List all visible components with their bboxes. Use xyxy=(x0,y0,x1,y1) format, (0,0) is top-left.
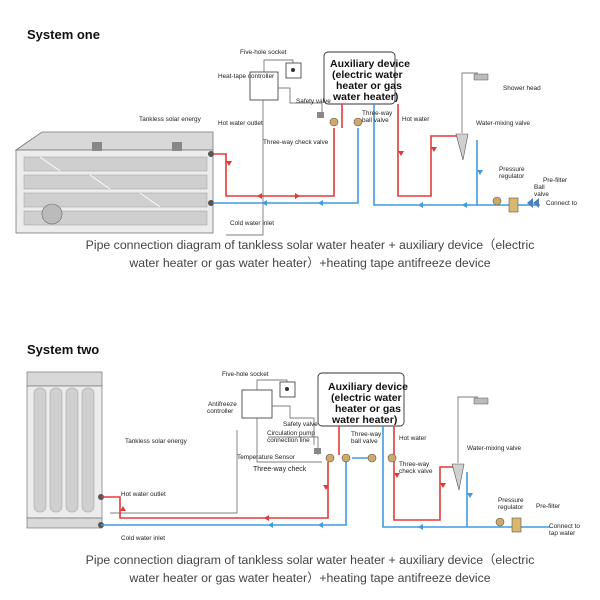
cold-pipe-1 xyxy=(213,128,359,204)
system-one-caption-line-1: Pipe connection diagram of tankless sola… xyxy=(85,238,535,252)
aux-device-2-line-3: heater or gas xyxy=(335,403,401,415)
antifreeze-controller-box xyxy=(241,389,273,419)
label-hot-water-1: Hot water xyxy=(402,116,430,123)
label-hot-water-2: Hot water xyxy=(399,435,427,442)
label-cold-water-inlet-2: Cold water inlet xyxy=(121,535,165,542)
label-temp-sensor: Temperature Sensor xyxy=(237,454,296,461)
cold-pipe-2 xyxy=(101,462,347,526)
auxiliary-device-box-1 xyxy=(323,51,396,105)
label-circ-pump-a: Circulation pump xyxy=(267,430,315,437)
label-tankless-solar-2: Tankless solar energy xyxy=(125,438,188,445)
system-two-title: System two xyxy=(27,342,100,357)
label-heat-tape-1: Heat-tape controller xyxy=(218,73,275,80)
system-two-caption: Pipe connection diagram of tankless sola… xyxy=(40,551,580,587)
aux-device-2-line-4: water heater) xyxy=(331,414,397,426)
label-connect-tap-a: Connect to xyxy=(549,523,580,530)
label-check-valve-2b: check valve xyxy=(399,468,433,475)
label-water-mixing-2: Water-mixing valve xyxy=(467,445,522,452)
label-pressure-reg-2a: Pressure xyxy=(498,497,524,504)
aux-device-2-line-1: Auxiliary device xyxy=(328,381,408,393)
label-ball-valve-1a: Three-way xyxy=(362,110,393,117)
label-check-valve-2a: Three-way xyxy=(399,461,430,468)
label-five-hole-socket-2: Five-hole socket xyxy=(222,371,269,378)
aux-device-line-2: (electric water xyxy=(332,69,403,81)
hot-pipe-2 xyxy=(101,462,329,519)
label-cold-water-inlet-1: Cold water inlet xyxy=(230,220,274,227)
label-ball-valve-1b: ball valve xyxy=(362,117,389,124)
label-antifreeze-a: Antifreeze xyxy=(208,401,237,408)
label-hot-water-outlet-2: Hot water outlet xyxy=(121,491,166,498)
label-hot-water-outlet-1: Hot water outlet xyxy=(218,120,263,127)
label-shower-head: Shower head xyxy=(503,85,541,92)
label-circ-pump-b: connection line xyxy=(267,437,310,444)
system-two-caption-line-2: water heater or gas water heater）+heatin… xyxy=(129,571,491,585)
label-five-hole-socket-1: Five-hole socket xyxy=(240,49,287,56)
label-ball-valve-s1b: valve xyxy=(534,191,549,198)
label-ball-valve-2b: ball valve xyxy=(351,438,378,445)
hot-pipe-1 xyxy=(213,128,335,197)
system-two-caption-line-1: Pipe connection diagram of tankless sola… xyxy=(85,553,535,567)
label-connect-tap-b: tap water xyxy=(549,530,576,537)
label-pressure-reg-1b: regulator xyxy=(499,173,525,180)
label-pressure-reg-2b: regulator xyxy=(498,504,524,511)
label-three-way-check: Three-way check xyxy=(253,466,307,473)
heat-tape-controller-box xyxy=(249,71,279,101)
label-ball-valve-s1a: Ball xyxy=(534,184,545,191)
label-pre-filter-2: Pre-filter xyxy=(536,503,561,510)
system-one-caption-line-2: water heater or gas water heater）+heatin… xyxy=(129,256,491,270)
label-safety-valve-1: Safety valve xyxy=(296,98,331,105)
solar-collector-1 xyxy=(14,131,214,234)
aux-device-line-4: water heater) xyxy=(332,91,398,103)
solar-collector-2 xyxy=(26,371,104,529)
label-pressure-reg-1a: Pressure xyxy=(499,166,525,173)
system-one-caption: Pipe connection diagram of tankless sola… xyxy=(40,236,580,272)
auxiliary-device-box-2 xyxy=(317,372,405,427)
aux-device-line-1: Auxiliary device xyxy=(330,58,410,70)
label-pre-filter-1: Pre-filter xyxy=(543,177,568,184)
label-safety-valve-2: Safety valve xyxy=(283,421,318,428)
label-ball-valve-2a: Three-way xyxy=(351,431,382,438)
label-antifreeze-b: controller xyxy=(207,408,234,415)
aux-device-2-line-2: (electric water xyxy=(331,392,402,404)
label-water-mixing-1: Water-mixing valve xyxy=(476,120,531,127)
system-one-title: System one xyxy=(27,27,100,42)
label-connect-to-1: Connect to xyxy=(546,200,577,207)
label-tankless-solar-1: Tankless solar energy xyxy=(139,116,202,123)
label-check-valve-1: Three-way check valve xyxy=(263,139,329,146)
aux-device-line-3: heater or gas xyxy=(336,80,402,92)
